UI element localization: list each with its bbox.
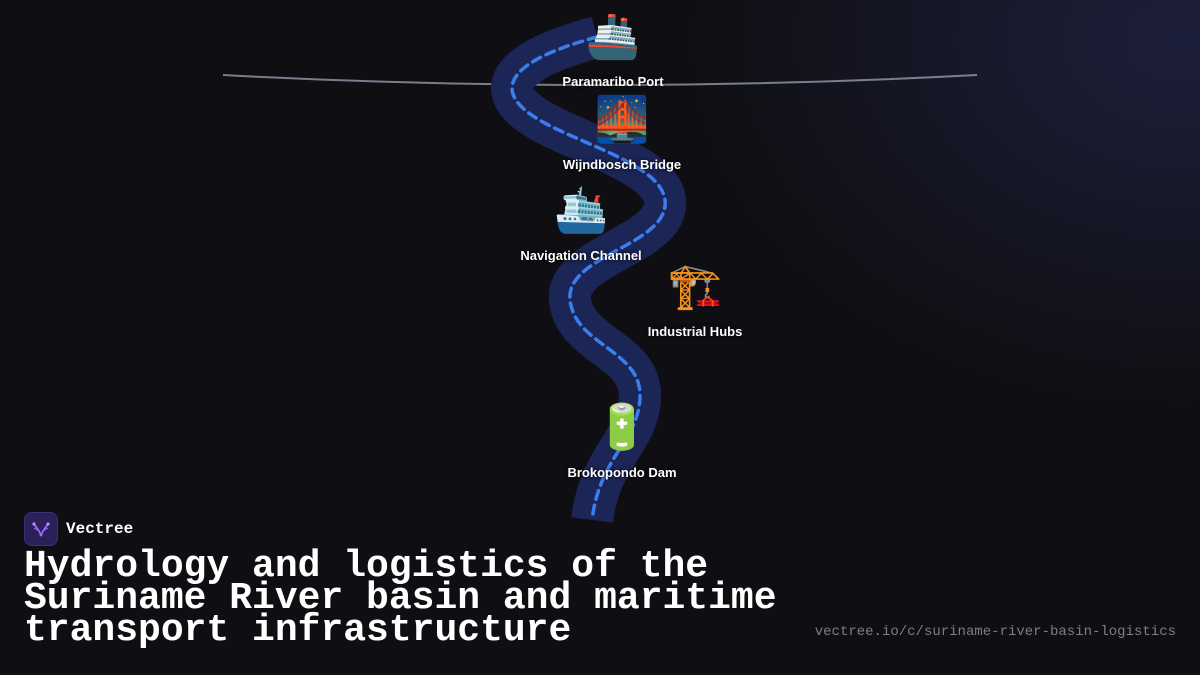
vectree-logo-mark bbox=[32, 522, 50, 537]
node-industrial-hubs: 🏗️ Industrial Hubs bbox=[648, 262, 743, 339]
brand-name: Vectree bbox=[66, 520, 134, 538]
brand: Vectree bbox=[24, 512, 133, 546]
passenger-ship-icon: 🚢 bbox=[585, 12, 641, 61]
node-wijndbosch-bridge: 🌉 Wijndbosch Bridge bbox=[563, 95, 681, 172]
bridge-at-night-icon: 🌉 bbox=[594, 95, 650, 144]
page-title: Hydrology and logistics of the Suriname … bbox=[24, 545, 777, 652]
battery-icon: 🔋 bbox=[594, 403, 650, 452]
construction-crane-icon: 🏗️ bbox=[667, 262, 723, 311]
cruise-ship-icon: 🛳️ bbox=[553, 186, 609, 235]
node-label: Wijndbosch Bridge bbox=[562, 157, 682, 172]
river-path bbox=[510, 35, 667, 522]
horizon-line bbox=[222, 74, 978, 86]
node-label: Navigation Channel bbox=[520, 248, 642, 263]
node-brokopondo-dam: 🔋 Brokopondo Dam bbox=[567, 403, 676, 480]
vectree-logo-icon bbox=[24, 512, 58, 546]
source-url[interactable]: vectree.io/c/suriname-river-basin-logist… bbox=[814, 624, 1176, 640]
node-paramaribo-port: 🚢 Paramaribo Port bbox=[562, 12, 663, 89]
node-label: Industrial Hubs bbox=[647, 324, 743, 339]
node-label: Paramaribo Port bbox=[562, 74, 664, 89]
node-label: Brokopondo Dam bbox=[567, 465, 677, 480]
node-navigation-channel: 🛳️ Navigation Channel bbox=[520, 186, 641, 263]
